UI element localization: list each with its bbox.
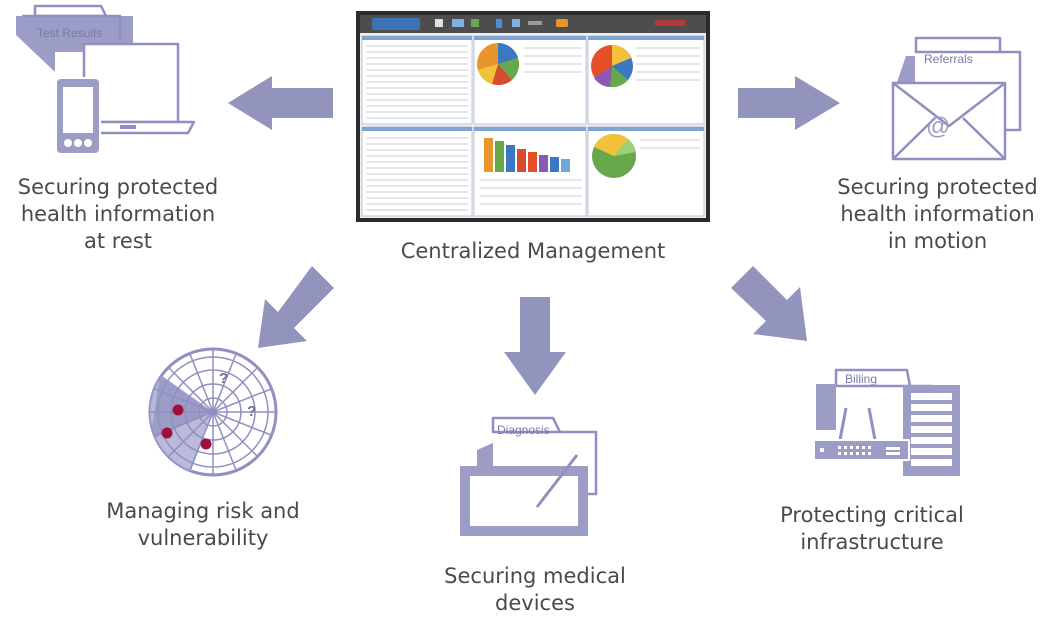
devices-icon: [16, 4, 196, 155]
folder-tab-referrals: Referrals: [924, 52, 973, 66]
risk-dot: [161, 427, 173, 439]
caption-line: Centralized Management: [400, 239, 666, 263]
caption-infrastructure: Protecting critical infrastructure: [750, 502, 994, 556]
caption-line: Protecting critical: [780, 503, 964, 527]
radar-icon: ? ?: [148, 347, 278, 477]
caption-in-motion: Securing protected health information in…: [816, 174, 1059, 255]
arrow-left: [228, 76, 333, 130]
caption-line: devices: [495, 591, 575, 615]
caption-risk: Managing risk and vulnerability: [80, 498, 326, 552]
caption-line: vulnerability: [137, 526, 269, 550]
caption-line: infrastructure: [800, 530, 944, 554]
tablet-icon: [460, 416, 598, 536]
caption-line: at rest: [83, 229, 153, 253]
risk-dot: [200, 438, 212, 450]
folder-tab-billing: Billing: [845, 372, 877, 386]
arrow-right: [738, 76, 840, 130]
caption-line: health information: [840, 202, 1035, 226]
caption-at-rest: Securing protected health information at…: [0, 174, 236, 255]
arrow-down-left: [258, 266, 334, 348]
radar-question-mark: ?: [219, 370, 228, 387]
radar-question-mark: ?: [247, 403, 256, 420]
caption-line: Securing protected: [837, 175, 1038, 199]
caption-line: health information: [20, 202, 216, 226]
caption-line: Securing protected: [17, 175, 219, 199]
server-icon: [813, 368, 960, 476]
folder-tab-diagnosis: Diagnosis: [497, 423, 550, 437]
caption-line: Managing risk and: [106, 499, 300, 523]
folder-tab-test-results: Test Results: [37, 26, 102, 40]
caption-line: Securing medical: [444, 564, 626, 588]
at-sign-icon: @: [926, 113, 950, 140]
caption-devices: Securing medical devices: [410, 563, 660, 617]
caption-line: in motion: [887, 229, 988, 253]
caption-center: Centralized Management: [356, 238, 710, 265]
arrow-down: [504, 297, 566, 395]
dashboard-screenshot: [356, 11, 710, 222]
risk-dot: [172, 404, 184, 416]
arrow-down-right: [731, 266, 807, 341]
envelope-icon: @: [891, 36, 1022, 161]
